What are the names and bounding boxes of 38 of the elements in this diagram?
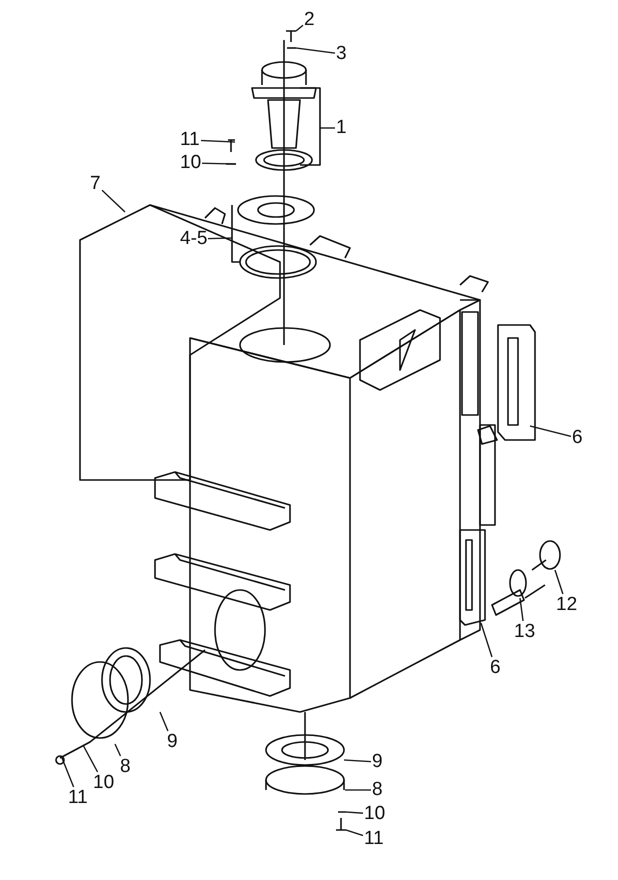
- callout-number: 11: [180, 130, 200, 150]
- callout-number: 10: [180, 153, 202, 173]
- callout-number: 9: [167, 732, 178, 752]
- leader-line: [346, 829, 364, 836]
- leader-line: [519, 598, 524, 622]
- leader-line: [61, 758, 74, 788]
- leader-line: [554, 570, 564, 594]
- callout-number: 3: [336, 44, 347, 64]
- callout-number: 9: [372, 752, 383, 772]
- callout-number: 4-5: [180, 229, 208, 249]
- leader-line: [530, 425, 572, 437]
- leader-line: [208, 237, 232, 240]
- leader-line: [200, 140, 236, 143]
- callout-number: 7: [90, 174, 101, 194]
- callout-number: 13: [514, 622, 536, 642]
- leader-line: [296, 24, 304, 32]
- callout-number: 12: [556, 595, 578, 615]
- callout-number: 11: [364, 829, 384, 849]
- leader-line: [82, 744, 98, 772]
- leader-line: [480, 622, 493, 658]
- callout-number: 10: [93, 773, 114, 793]
- callout-number: 11: [68, 788, 88, 808]
- callout-number: 2: [304, 10, 315, 30]
- leader-line: [114, 744, 122, 756]
- callout-number: 6: [490, 658, 501, 678]
- callout-number: 8: [120, 757, 131, 777]
- leader-line: [202, 162, 236, 165]
- leader-line: [345, 789, 371, 791]
- leader-line: [296, 47, 336, 54]
- leader-line: [344, 759, 372, 762]
- callout-number: 6: [572, 428, 583, 448]
- callout-number: 1: [336, 118, 347, 138]
- leader-line: [159, 712, 169, 732]
- leader-line: [346, 811, 364, 814]
- callout-number: 10: [364, 804, 386, 824]
- callout-number: 8: [372, 780, 383, 800]
- leader-line: [320, 127, 335, 129]
- leader-line: [102, 190, 126, 212]
